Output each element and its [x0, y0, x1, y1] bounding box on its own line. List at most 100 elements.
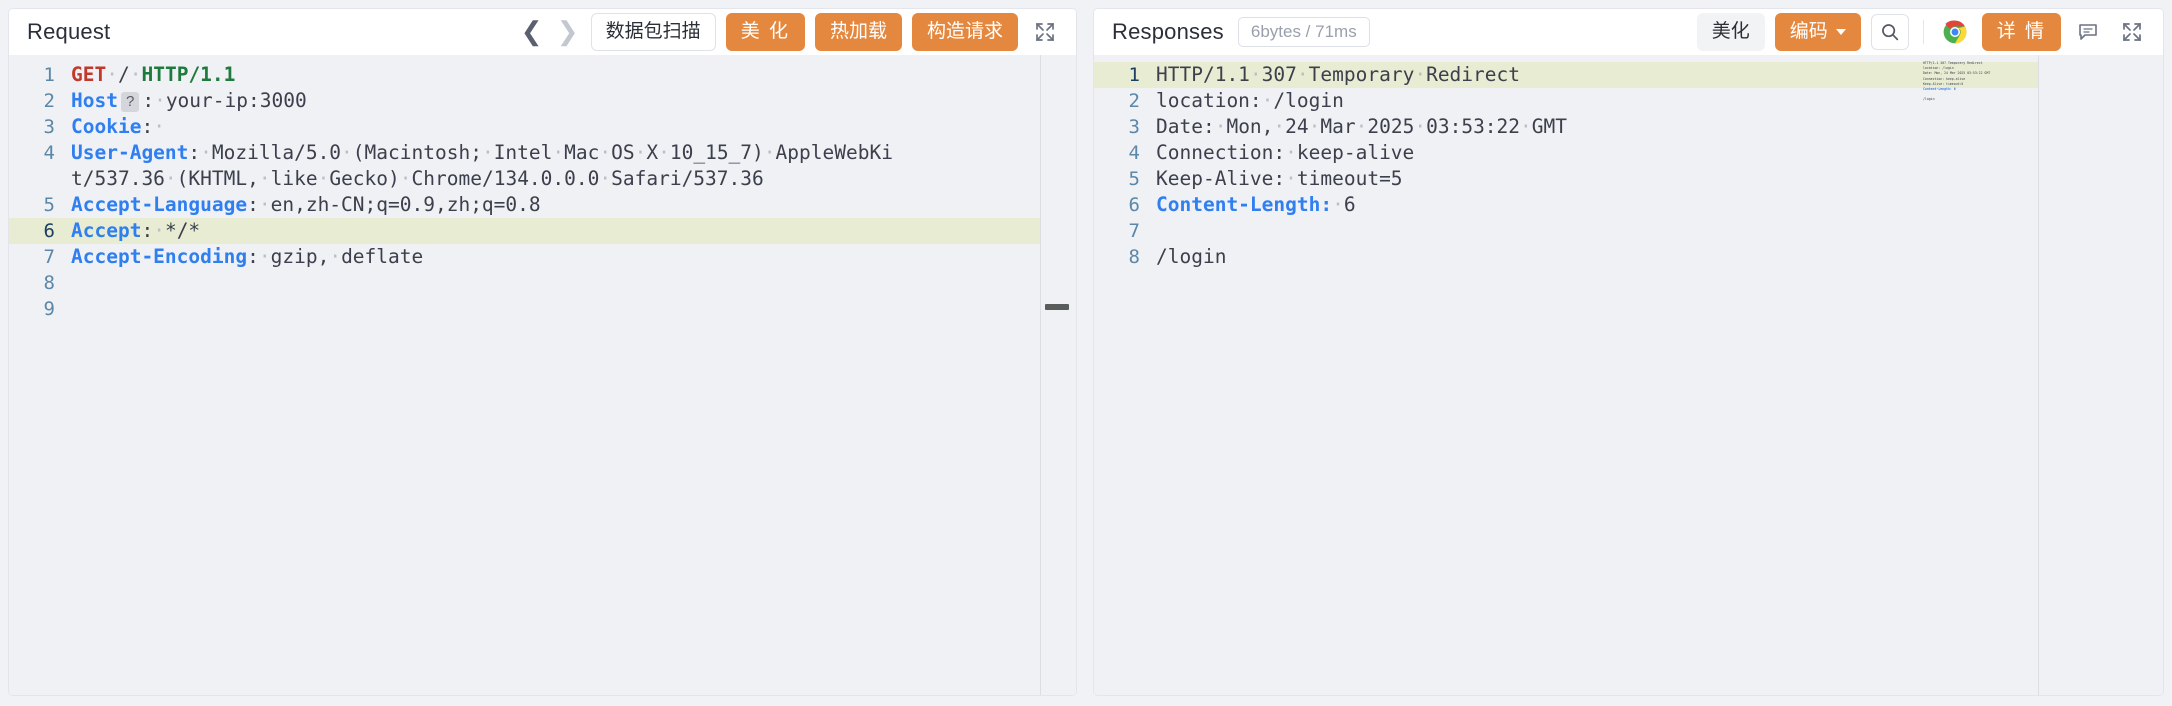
chrome-icon[interactable] [1938, 15, 1972, 49]
line-number: 4 [43, 142, 55, 164]
line-text: Date:·Mon,·24·Mar·2025·03:53:22·GMT [1156, 114, 1579, 140]
code-token: : [141, 115, 154, 138]
code-token: Host [71, 89, 118, 112]
code-token: Content-Length: [1156, 193, 1333, 216]
code-token: */* [164, 219, 201, 242]
code-token: (KHTML, [176, 167, 259, 190]
code-token: Temporary [1308, 63, 1415, 86]
code-token: keep-alive [1296, 141, 1415, 164]
encode-dropdown-button[interactable]: 编码 [1774, 12, 1861, 52]
hot-reload-button[interactable]: 热加载 [814, 12, 902, 52]
code-line[interactable]: 7 [1094, 218, 2038, 244]
code-token: · [1285, 167, 1297, 190]
code-token: · [658, 141, 670, 164]
line-number: 1 [43, 64, 55, 86]
chevron-left-icon[interactable]: ❮ [520, 16, 543, 47]
line-number: 3 [43, 116, 55, 138]
line-text: Accept-Language:·en,zh-CN;q=0.9,zh;q=0.8 [71, 192, 553, 218]
code-token: · [200, 141, 212, 164]
code-token: · [1296, 63, 1309, 86]
line-text: Keep-Alive:·timeout=5 [1156, 166, 1415, 192]
line-text: Content-Length:·6 [1156, 192, 1368, 218]
code-token: · [258, 193, 271, 216]
code-token: (Macintosh; [352, 141, 482, 164]
detail-button[interactable]: 详 情 [1981, 12, 2061, 52]
request-panel: Request ❮ ❯ 数据包扫描 美 化 热加载 构造请求 [8, 8, 1077, 696]
code-token: OS [611, 141, 635, 164]
code-line[interactable]: 9 [9, 296, 1040, 322]
code-token: en,zh-CN;q=0.9,zh;q=0.8 [270, 193, 541, 216]
line-text: GET·/·HTTP/1.1 [71, 62, 247, 88]
code-token: Connection: [1156, 141, 1286, 164]
code-token: : [142, 89, 155, 112]
code-token: Gecko) [329, 167, 400, 190]
line-text: /login [1156, 244, 1238, 270]
expand-icon[interactable] [2115, 15, 2149, 49]
request-title: Request [27, 19, 111, 44]
code-token: Redirect [1426, 63, 1520, 86]
code-token: · [634, 141, 647, 164]
code-token: 307 [1261, 63, 1297, 86]
line-number: 7 [43, 246, 55, 268]
responses-toolbar: 美化 编码 [1696, 12, 2149, 52]
code-token: Mac [564, 141, 600, 164]
code-token: X [646, 141, 659, 164]
line-number: 8 [43, 272, 55, 294]
comment-icon[interactable] [2071, 15, 2105, 49]
build-request-button[interactable]: 构造请求 [911, 12, 1018, 52]
scrollbar-marker[interactable] [1045, 304, 1069, 310]
code-token: 2025 [1367, 115, 1415, 138]
code-token: timeout=5 [1296, 167, 1403, 190]
response-size-timing: 6bytes / 71ms [1237, 16, 1370, 48]
code-token: · [1308, 115, 1321, 138]
code-line[interactable]: 1 GET·/·HTTP/1.1 [9, 62, 1040, 88]
packet-scan-button[interactable]: 数据包扫描 [590, 12, 716, 52]
code-token: Keep-Alive: [1156, 167, 1286, 190]
help-badge-icon[interactable]: ? [120, 92, 140, 112]
code-token: · [1249, 63, 1262, 86]
expand-icon[interactable] [1028, 15, 1062, 49]
chevron-right-icon[interactable]: ❯ [556, 16, 579, 47]
code-token: gzip, [270, 245, 330, 268]
request-header: Request ❮ ❯ 数据包扫描 美 化 热加载 构造请求 [9, 9, 1076, 55]
code-line[interactable]: 8/login [1094, 244, 2038, 270]
search-icon[interactable] [1870, 13, 1909, 50]
code-token: · [329, 245, 342, 268]
code-token: location: [1156, 89, 1262, 112]
beautify-button[interactable]: 美 化 [725, 12, 805, 52]
code-token: HTTP/1.1 [1156, 63, 1250, 86]
code-token: Date: [1156, 115, 1215, 138]
code-token: /login [1273, 89, 1344, 112]
code-token: like [270, 167, 318, 190]
line-text: User-Agent:·Mozilla/5.0·(Macintosh;·Inte… [71, 140, 913, 192]
code-token: Safari/537.36 [611, 167, 764, 190]
code-token: · [317, 167, 330, 190]
code-token: / [117, 63, 130, 86]
line-text: Host?:·your-ip:3000 [71, 88, 319, 114]
code-token: · [258, 245, 271, 268]
request-scroll-column[interactable] [1040, 55, 1076, 695]
code-token: · [164, 167, 177, 190]
code-token: · [1261, 89, 1274, 112]
beautify-button[interactable]: 美化 [1696, 12, 1765, 52]
code-line[interactable]: 8 [9, 270, 1040, 296]
code-token: : [247, 193, 259, 216]
line-text: HTTP/1.1·307·Temporary·Redirect [1156, 62, 1532, 88]
